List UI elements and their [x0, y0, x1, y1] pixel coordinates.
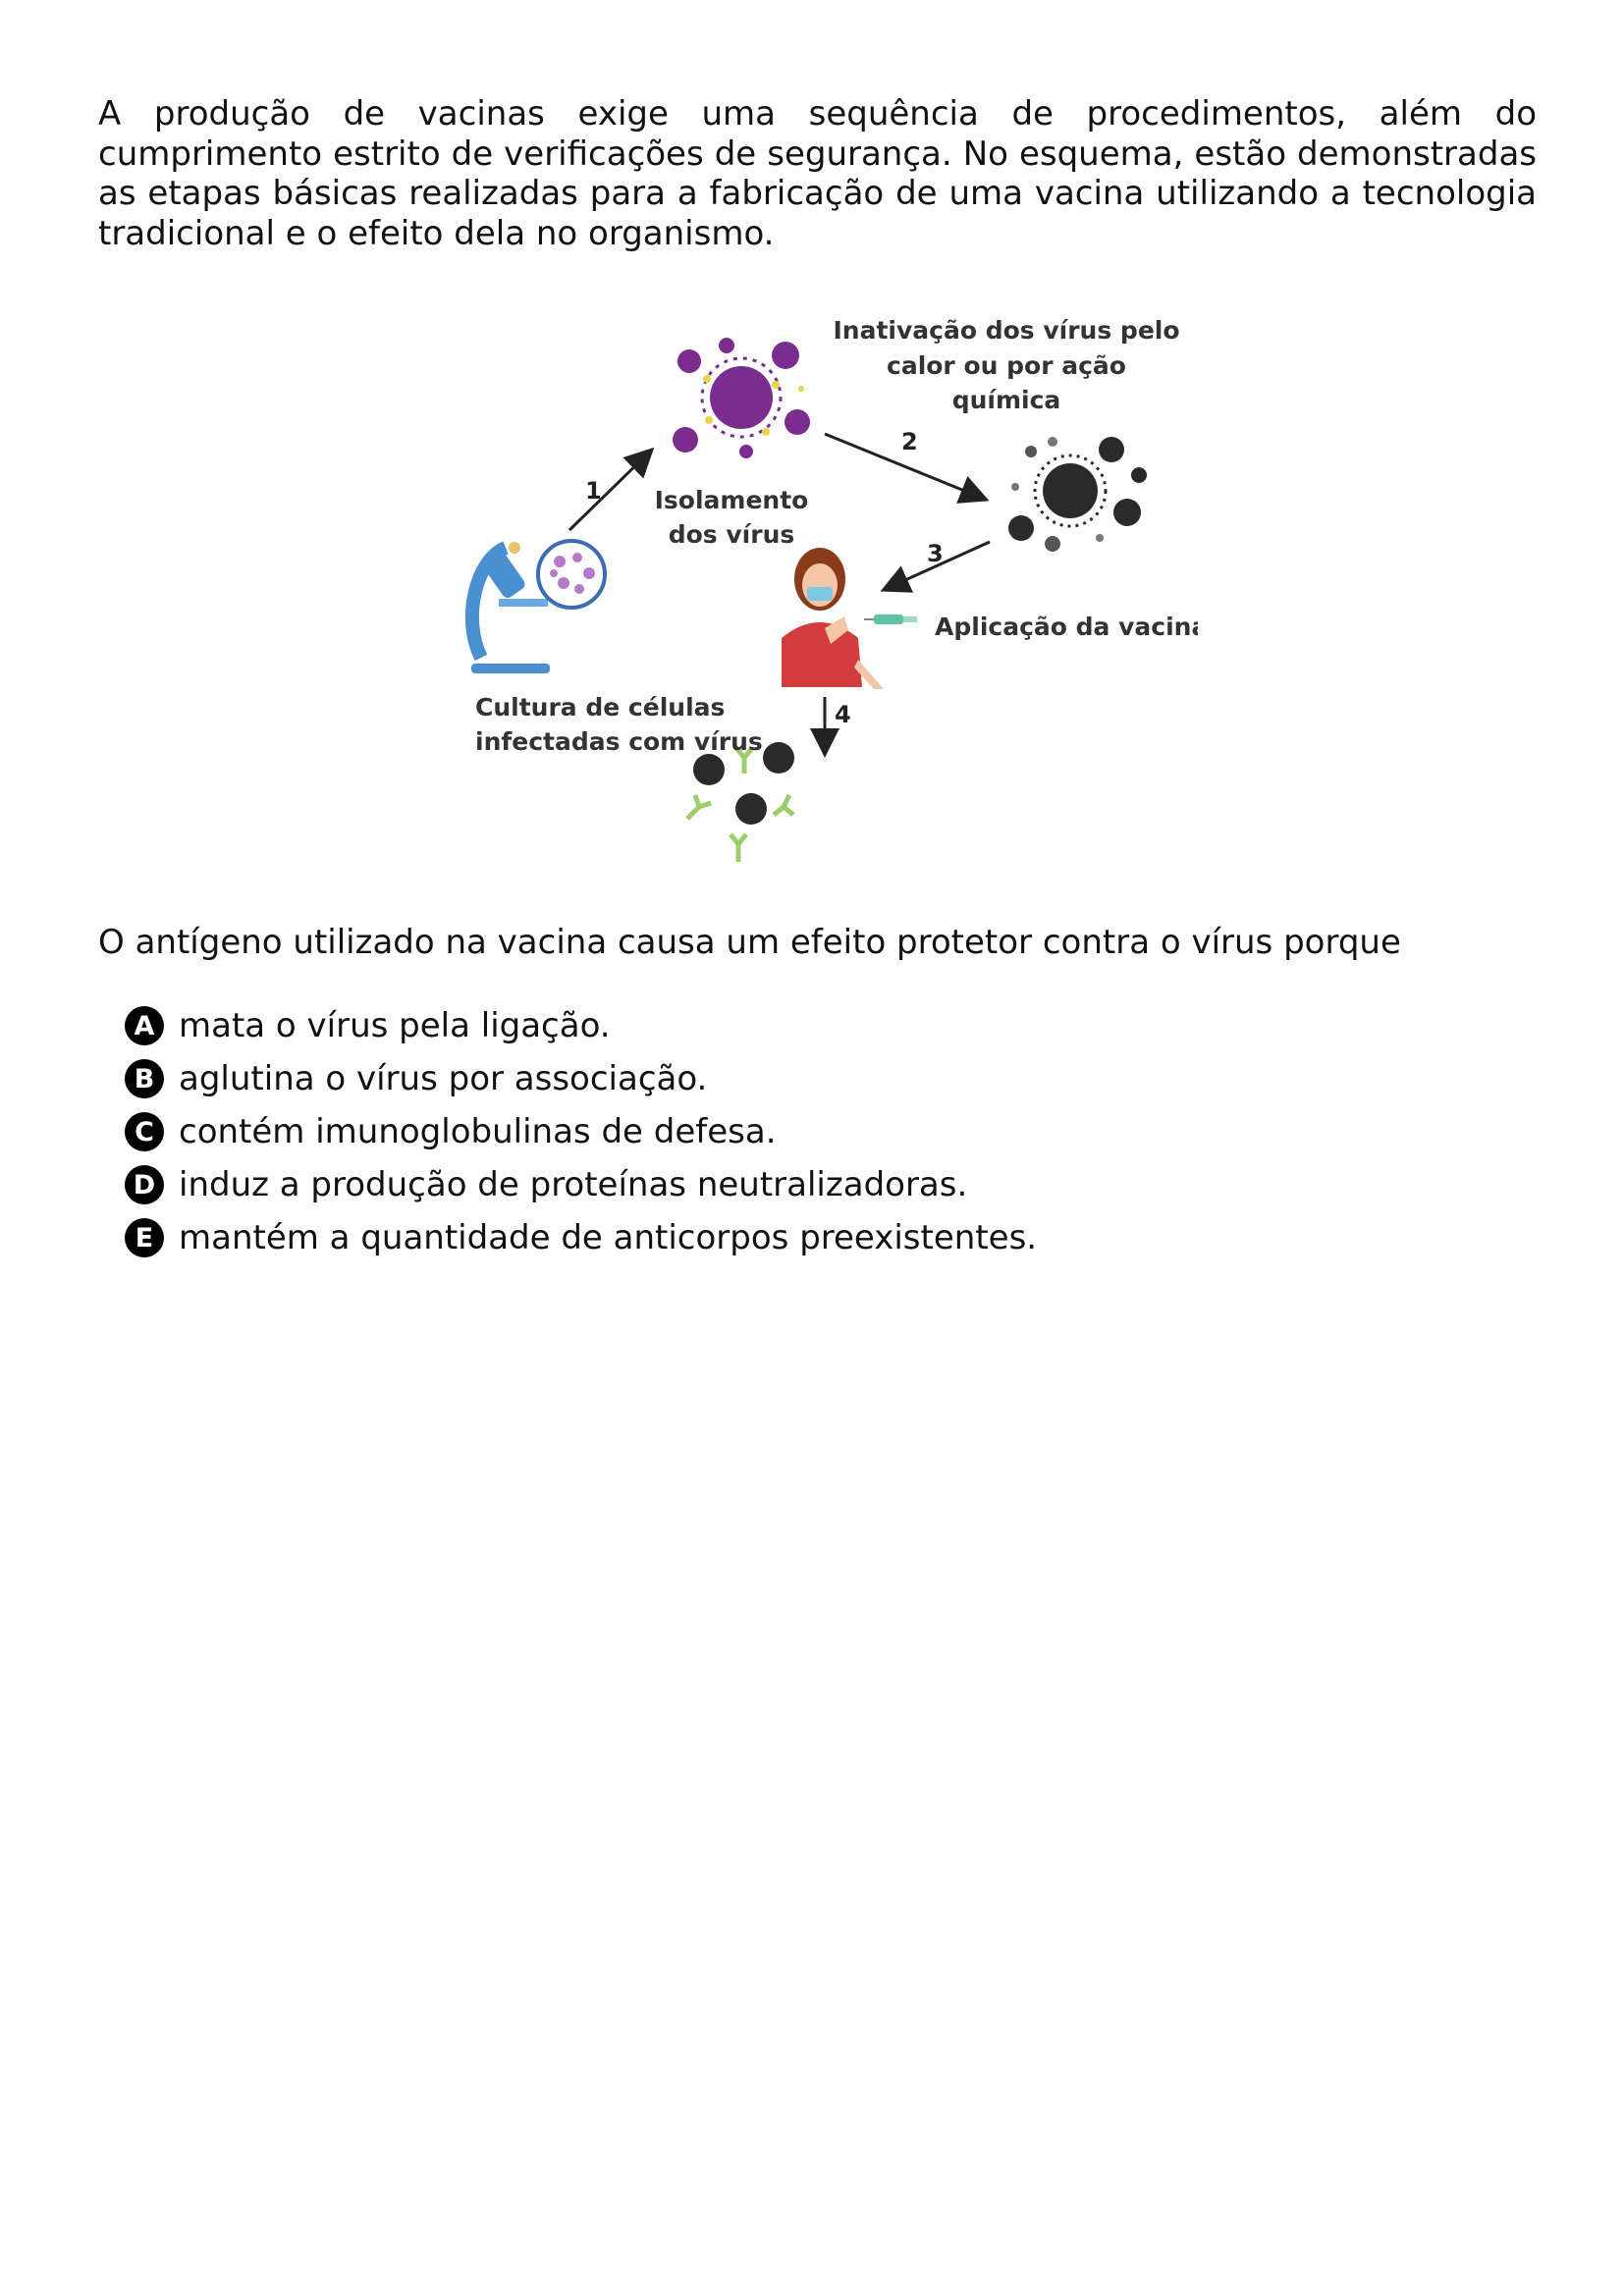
- arrow-step-2: [824, 432, 990, 504]
- isolation-label-line-2: dos vírus: [669, 520, 795, 549]
- option-c-letter: C: [125, 1112, 164, 1151]
- option-e[interactable]: E mantém a quantidade de anticorpos pree…: [125, 1211, 1037, 1264]
- step-1-number: 1: [585, 477, 602, 505]
- option-a-letter: A: [125, 1006, 164, 1045]
- syringe-icon: [864, 614, 917, 624]
- antibody-response-icon: [685, 742, 795, 862]
- option-b-letter: B: [125, 1059, 164, 1098]
- active-virus-cluster-icon: [673, 338, 810, 458]
- arrow-step-1: [568, 447, 655, 532]
- option-c-text: contém imunoglobulinas de defesa.: [179, 1112, 777, 1151]
- option-e-letter: E: [125, 1218, 164, 1257]
- option-d-text: induz a produção de proteínas neutraliza…: [179, 1165, 968, 1204]
- step-2-number: 2: [901, 428, 918, 455]
- inactivation-label-line-3: química: [952, 386, 1061, 414]
- answer-options: A mata o vírus pela ligação. B aglutina …: [125, 999, 1037, 1264]
- inactivation-label-line-2: calor ou por ação: [887, 351, 1126, 380]
- option-a-text: mata o vírus pela ligação.: [179, 1006, 611, 1045]
- option-c[interactable]: C contém imunoglobulinas de defesa.: [125, 1105, 1037, 1158]
- step-4-number: 4: [835, 701, 851, 728]
- isolation-label-line-1: Isolamento: [655, 486, 809, 514]
- cell-culture-icon: [536, 539, 607, 610]
- arrow-step-3: [880, 540, 991, 593]
- question-text: O antígeno utilizado na vacina causa um …: [98, 923, 1401, 962]
- option-d[interactable]: D induz a produção de proteínas neutrali…: [125, 1158, 1037, 1211]
- option-e-text: mantém a quantidade de anticorpos preexi…: [179, 1218, 1038, 1257]
- intro-paragraph: A produção de vacinas exige uma sequênci…: [98, 94, 1537, 253]
- culture-label-line-2: infectadas com vírus: [475, 727, 763, 756]
- culture-label-line-1: Cultura de células: [475, 693, 725, 721]
- inactivation-label-line-1: Inativação dos vírus pelo: [833, 316, 1179, 345]
- step-3-number: 3: [927, 540, 944, 567]
- vaccinated-person-icon: [782, 548, 884, 689]
- option-d-letter: D: [125, 1165, 164, 1204]
- option-b-text: aglutina o vírus por associação.: [179, 1059, 708, 1098]
- application-label: Aplicação da vacina: [935, 613, 1198, 641]
- option-a[interactable]: A mata o vírus pela ligação.: [125, 999, 1037, 1052]
- option-b[interactable]: B aglutina o vírus por associação.: [125, 1052, 1037, 1105]
- inactivated-virus-cluster-icon: [1008, 437, 1147, 552]
- microscope-icon: [464, 541, 550, 673]
- vaccine-production-diagram: 1 2 3 4 Inativação dos vírus pelo calor …: [452, 294, 1198, 883]
